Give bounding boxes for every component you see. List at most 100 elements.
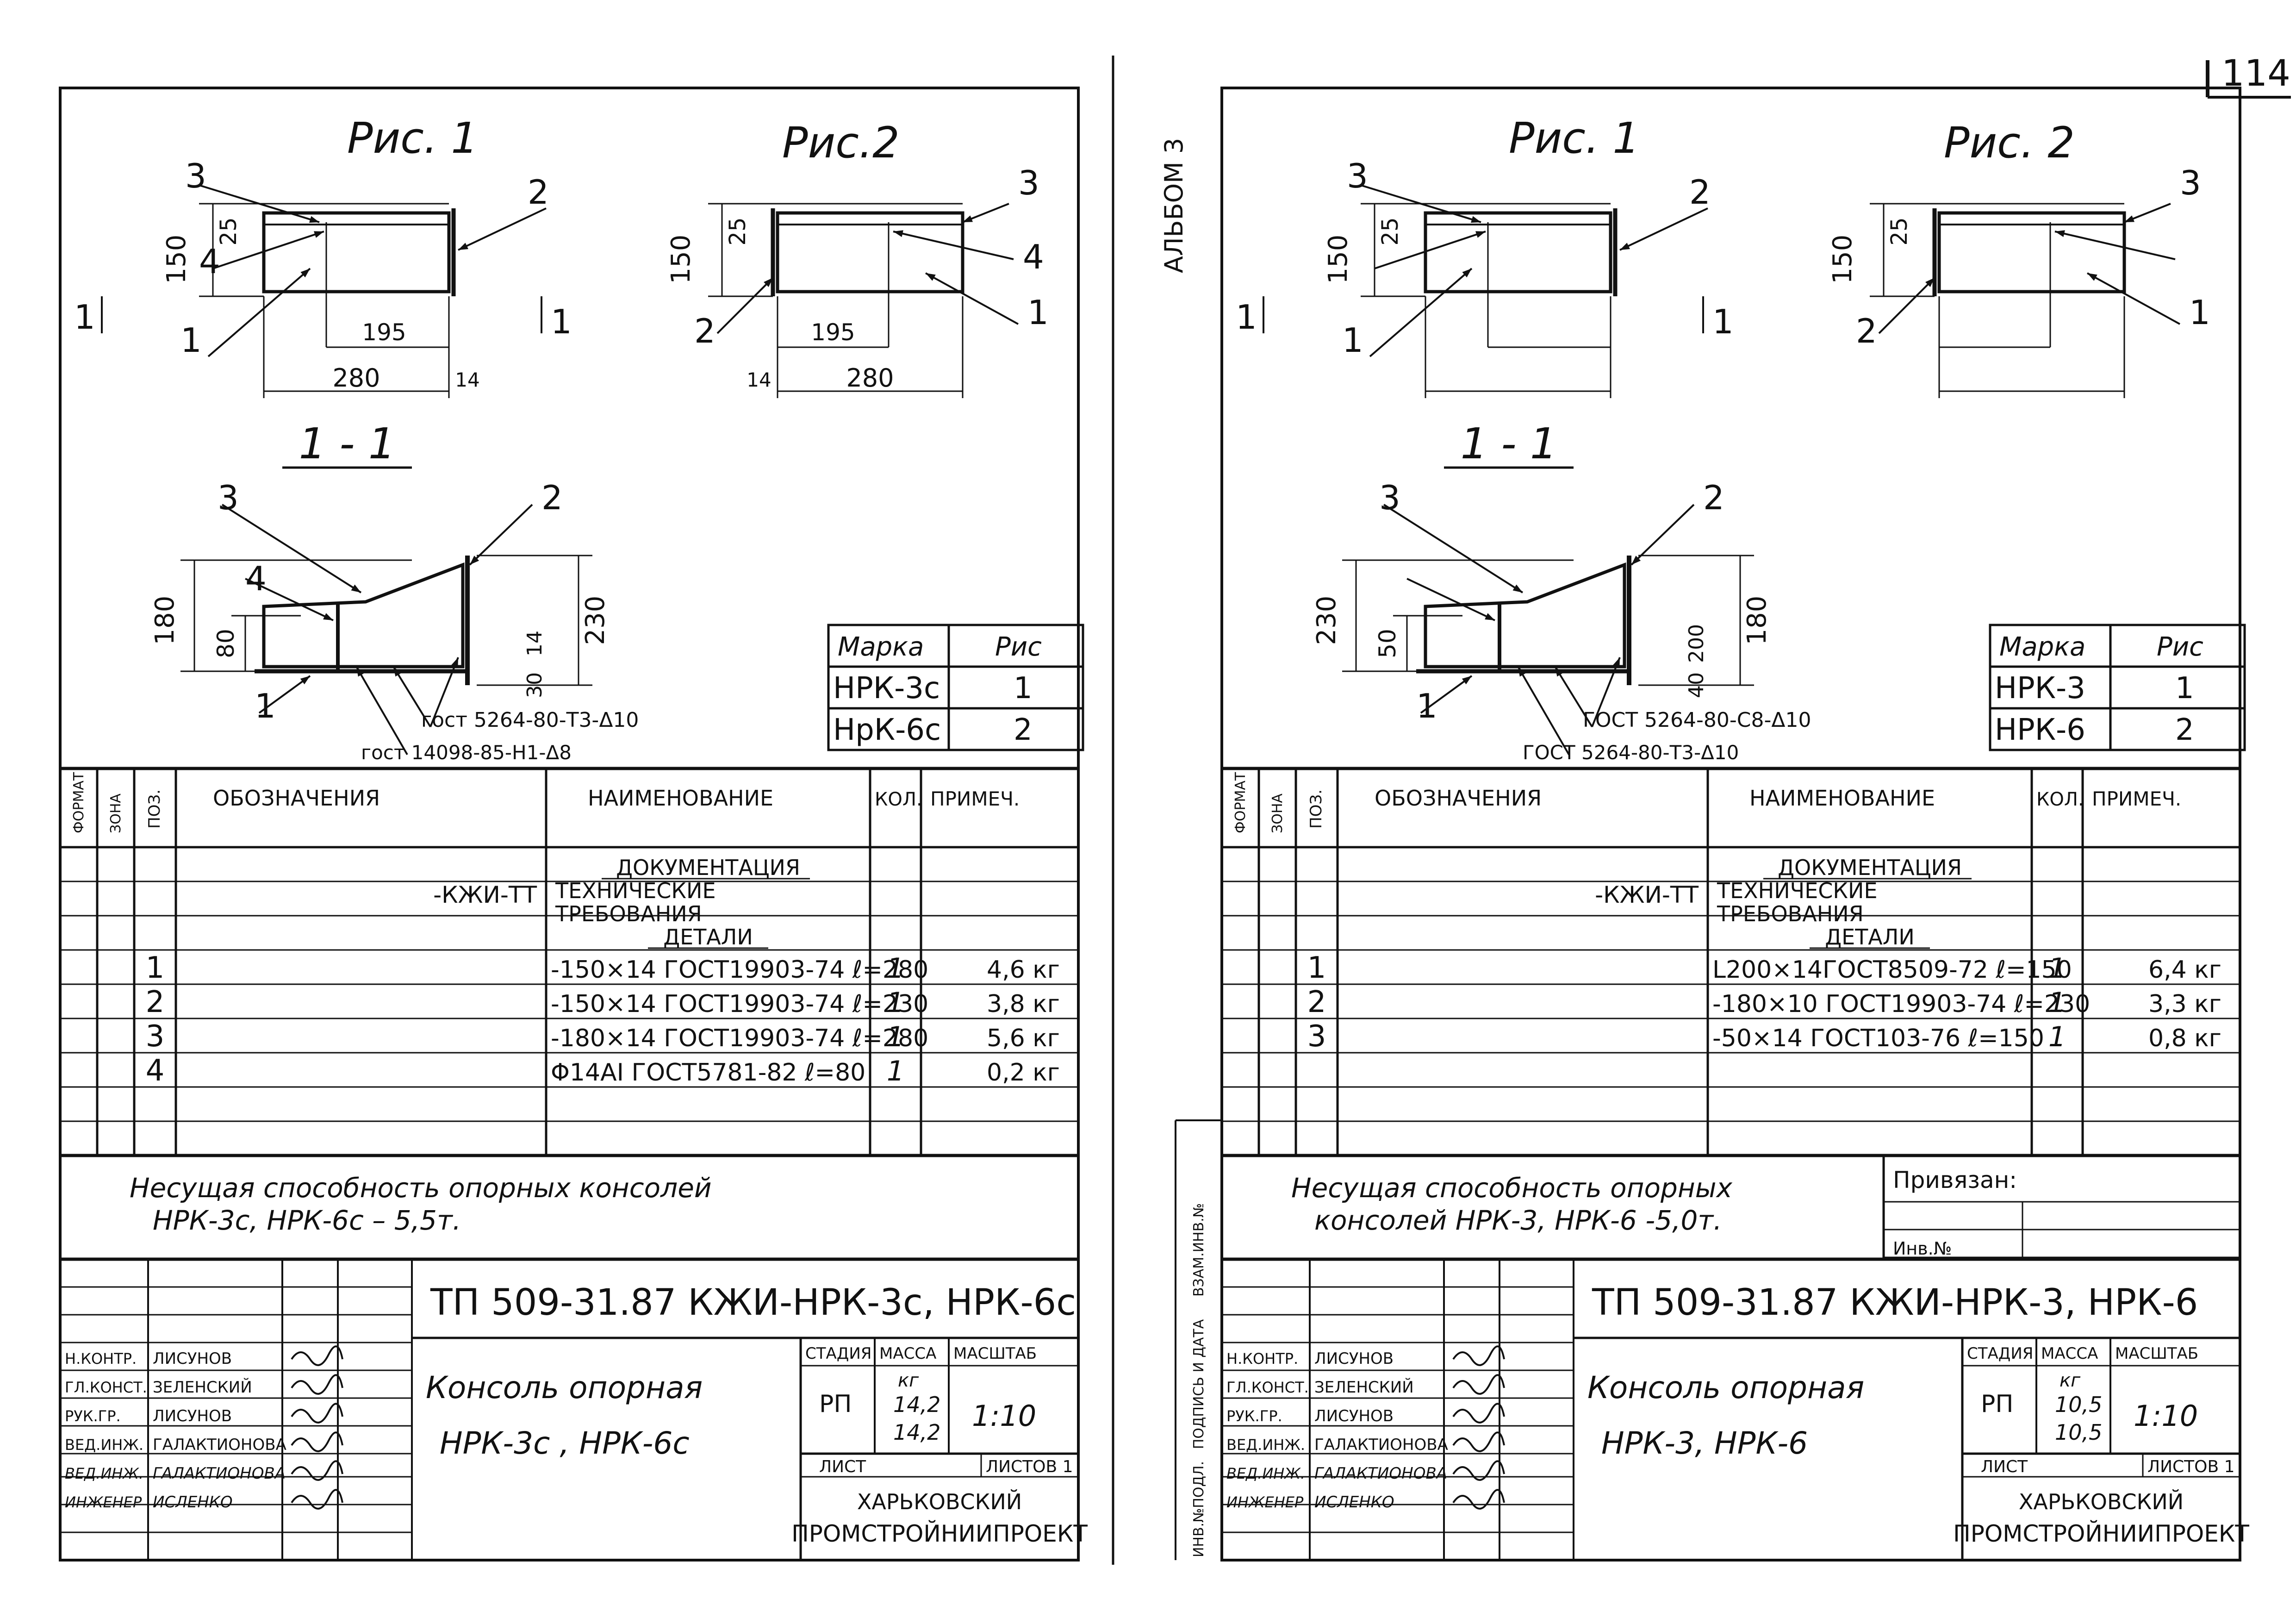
note-line-2: НРК-3с, НРК-6с – 5,5т. [153, 1205, 461, 1236]
section-mark: 1 [1712, 302, 1734, 341]
dim-text: 180 [150, 596, 180, 645]
leader-line [1369, 268, 1473, 357]
project-code: ТП 509-31.87 КЖИ-НРК-3, НРК-6 [1592, 1282, 2198, 1324]
stage-header: СТАДИЯ [1967, 1344, 2033, 1363]
fig-value: 2 [2175, 713, 2194, 747]
title-block: Н.КОНТР.ЛИСУНОВГЛ.КОНСТ.ЗЕЛЕНСКИЙРУК.ГР.… [59, 1257, 1088, 1561]
stamp-role: ВЕД.ИНЖ. [65, 1465, 143, 1482]
signature-icon [1452, 1431, 1505, 1452]
spec-name: L200×14ГОСТ8509-72 ℓ=150 [1712, 956, 2072, 984]
dim-text: 195 [811, 319, 855, 346]
mass-header: МАССА [2041, 1344, 2098, 1363]
rис-header: Рис [995, 632, 1042, 662]
arrowhead [2124, 215, 2134, 222]
leader-line [925, 272, 1019, 325]
section-mark: 1 [551, 302, 572, 341]
stamp-name: ГАЛАКТИОНОВА [153, 1436, 286, 1454]
dim-text: 14 [455, 369, 479, 391]
leader-line [1360, 184, 1481, 223]
spec-name: Φ14АⅠ ГОСТ5781-82 ℓ=80 [551, 1059, 865, 1087]
leader-line [1619, 207, 1708, 251]
leader-line [392, 666, 431, 728]
leader-line [458, 207, 547, 251]
callout-2: 2 [528, 173, 549, 212]
marka-header: Марка [838, 632, 924, 662]
dim-text: 150 [162, 235, 192, 284]
spec-header: ФОРМАТ [71, 772, 87, 833]
spec-header: ПРИМЕЧ. [930, 787, 1020, 810]
stamp-name: ЗЕЛЕНСКИЙ [153, 1378, 252, 1397]
dim-text: 230 [580, 596, 610, 645]
spec-pos: 1 [146, 951, 165, 985]
sheet-label: ЛИСТ [819, 1457, 866, 1476]
dim-text: 30 [523, 672, 547, 698]
leader-line [1554, 666, 1593, 728]
signature-icon [291, 1374, 343, 1395]
callout-2: 2 [1856, 312, 1877, 350]
marka-value: НРК-6 [1995, 713, 2085, 747]
side-label: ИНВ.№ПОДЛ. [1191, 1461, 1207, 1557]
arrowhead [458, 243, 468, 250]
spec-doc-name: ТЕХНИЧЕСКИЕ [1717, 878, 1878, 903]
arrowhead [2087, 273, 2097, 281]
signature-icon [1452, 1403, 1505, 1424]
weld-note: ГОСТ 5264-80-С8-Δ10 [1583, 708, 1811, 732]
dim-text: 80 [212, 629, 239, 658]
fig-value: 1 [2175, 671, 2194, 706]
callout-3: 3 [218, 478, 239, 517]
dim-text: 40 [1685, 672, 1708, 698]
spec-doc-heading: ДОКУМЕНТАЦИЯ [616, 855, 800, 880]
scale-value: 1:10 [2134, 1399, 2198, 1433]
arrowhead [300, 269, 310, 278]
spec-parts-heading: ДЕТАЛИ [1825, 924, 1915, 949]
arrowhead [963, 215, 973, 222]
arrowhead [1462, 269, 1472, 278]
leader-line [469, 504, 533, 566]
spec-header: КОЛ. [875, 789, 922, 810]
scale-header: МАСШТАБ [2115, 1344, 2198, 1363]
arrowhead [1512, 584, 1523, 593]
callout-2: 2 [1703, 478, 1724, 517]
dim-text: 150 [1828, 235, 1858, 284]
org-line-1: ХАРЬКОВСКИЙ [857, 1489, 1022, 1514]
spec-header: КОЛ. [2036, 789, 2084, 810]
arrowhead [1620, 243, 1630, 250]
sheet-frame [1220, 87, 2241, 1562]
spec-qty: 1 [2048, 1021, 2066, 1053]
dim-text: 280 [846, 363, 894, 393]
spec-pos: 1 [1307, 951, 1326, 985]
fig-value: 2 [1014, 713, 1033, 747]
sheets-label: ЛИСТОВ 1 [986, 1457, 1073, 1476]
leader-line [429, 657, 459, 727]
fig1-title: Рис. 1 [347, 113, 478, 163]
callout-4: 4 [1023, 237, 1044, 276]
stamp-role: ИНЖЕНЕР [1226, 1493, 1304, 1511]
side-label: ВЗАМ.ИНВ.№ [1191, 1203, 1207, 1297]
marka-cell [2109, 707, 2246, 751]
dim-text: 150 [1323, 235, 1353, 284]
stamp-role: ГЛ.КОНСТ. [65, 1379, 147, 1396]
mass-unit: кг [2060, 1370, 2081, 1391]
sheet-frame [59, 87, 1080, 1562]
callout-2: 2 [694, 312, 716, 350]
mass-value: 10,5 [2055, 1420, 2102, 1445]
mass-header: МАССА [879, 1344, 936, 1363]
spec-qty: 1 [2048, 987, 2066, 1019]
callout-3: 3 [185, 156, 206, 195]
dim-text: 14 [523, 631, 547, 656]
spec-qty: 1 [887, 987, 904, 1019]
spec-pos: 3 [146, 1019, 165, 1054]
arrowhead [1518, 667, 1526, 677]
leader-line [258, 675, 311, 714]
stamp-name: ЛИСУНОВ [153, 1407, 232, 1425]
marka-value: НрК-6с [833, 713, 941, 747]
rис-header: Рис [2157, 632, 2203, 662]
leader-line [1374, 231, 1486, 269]
arrowhead [764, 278, 773, 287]
callout-1: 1 [2189, 293, 2210, 332]
